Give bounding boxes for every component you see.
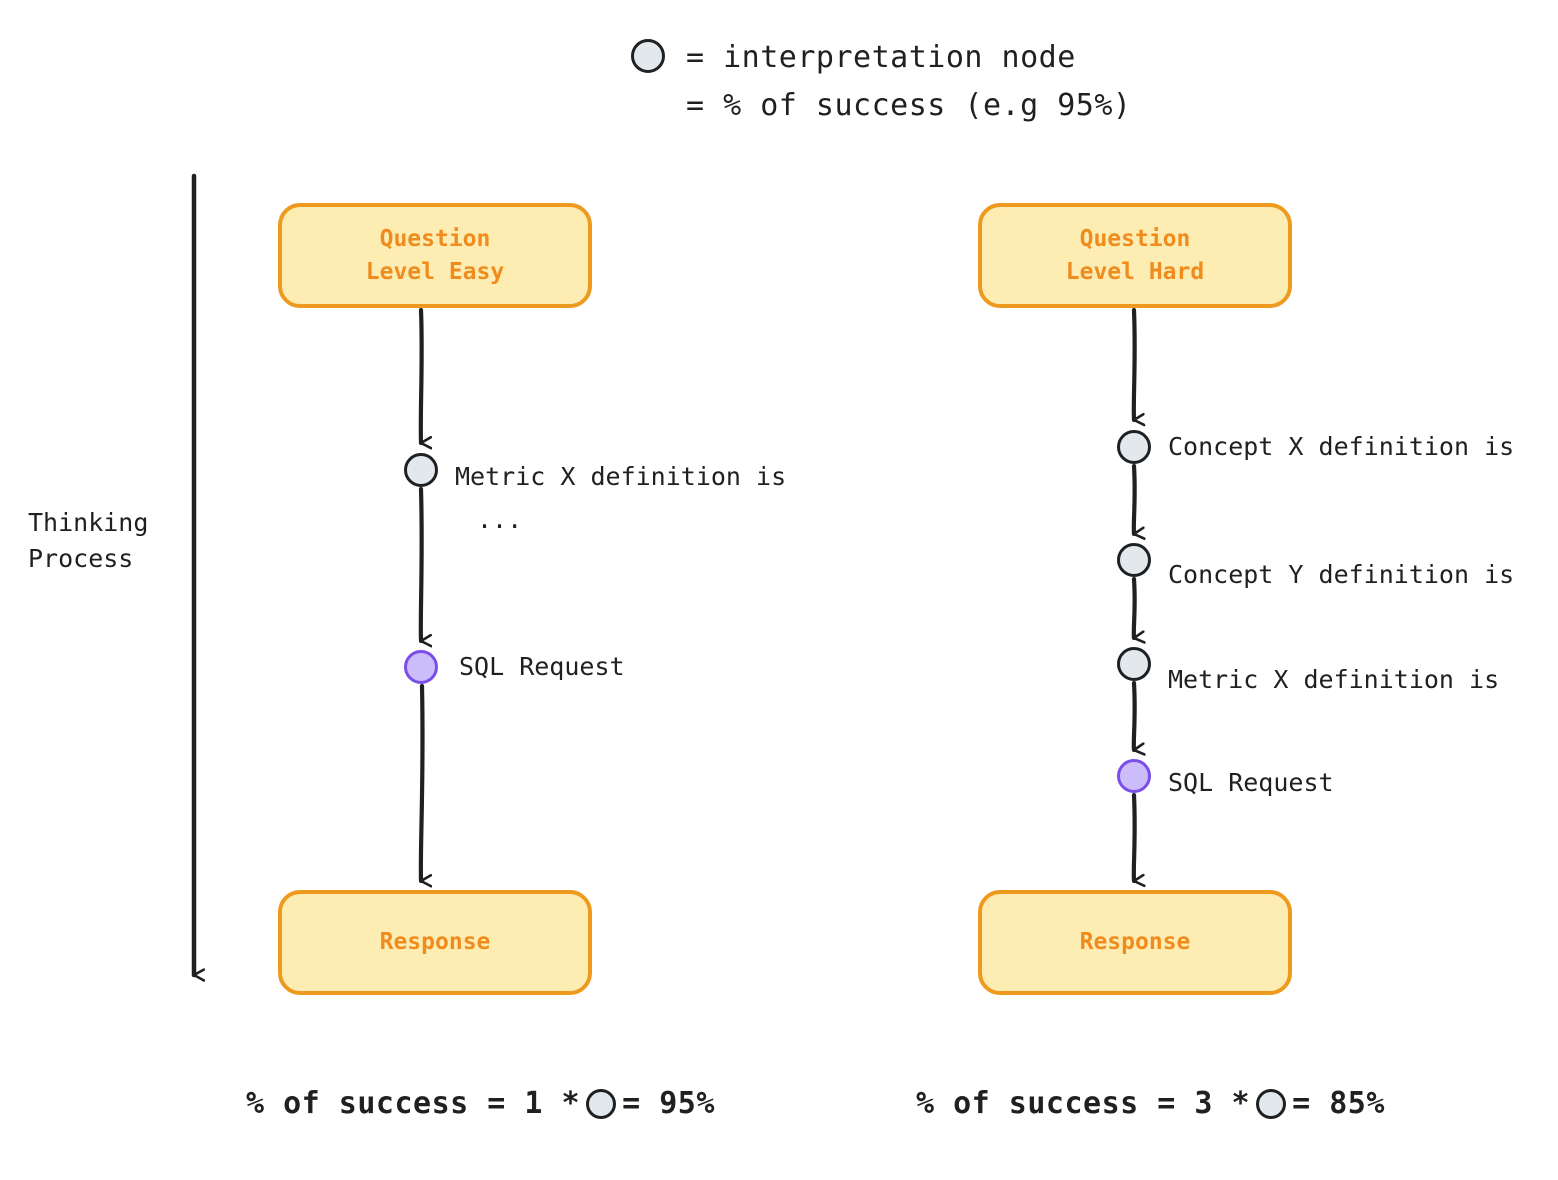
interpretation-node-icon: [1256, 1088, 1287, 1119]
formula-prefix-hard: % of success = 3 *: [916, 1086, 1251, 1121]
legend-line-percent-success: = % of success (e.g 95%): [686, 88, 1132, 123]
sql-request-node-icon[interactable]: [1117, 759, 1151, 793]
formula-prefix-easy: % of success = 1 *: [246, 1086, 581, 1121]
node-label-sql-request-hard: SQL Request: [1168, 768, 1334, 797]
interpretation-node-icon: [631, 39, 665, 73]
node-label-sql-request-easy: SQL Request: [459, 652, 625, 681]
interpretation-node-icon[interactable]: [1117, 543, 1151, 577]
formula-suffix-easy: = 95%: [622, 1086, 715, 1121]
interpretation-node-icon[interactable]: [404, 453, 438, 487]
node-label-ellipsis-easy: ...: [477, 505, 523, 534]
legend-line-interpretation-node: = interpretation node: [686, 40, 1076, 75]
response-box-hard[interactable]: Response: [978, 890, 1292, 995]
success-formula-easy: % of success = 1 * = 95%: [246, 1086, 715, 1121]
question-box-hard[interactable]: Question Level Hard: [978, 203, 1292, 308]
response-box-easy[interactable]: Response: [278, 890, 592, 995]
node-label-concept-y-hard: Concept Y definition is: [1168, 560, 1515, 589]
legend-node-icon-wrap: [631, 39, 665, 73]
interpretation-node-icon[interactable]: [1117, 647, 1151, 681]
interpretation-node-icon[interactable]: [1117, 430, 1151, 464]
flow-hard-connectors: [1131, 307, 1135, 881]
node-label-metric-x-hard: Metric X definition is: [1168, 665, 1500, 694]
question-box-easy[interactable]: Question Level Easy: [278, 203, 592, 308]
flow-easy-connectors: [418, 307, 423, 881]
interpretation-node-icon: [586, 1088, 617, 1119]
node-label-concept-x-hard: Concept X definition is: [1168, 432, 1515, 461]
formula-suffix-hard: = 85%: [1292, 1086, 1385, 1121]
thinking-process-label: Thinking Process: [28, 508, 149, 573]
success-formula-hard: % of success = 3 * = 85%: [916, 1086, 1385, 1121]
sql-request-node-icon[interactable]: [404, 650, 438, 684]
node-label-metric-x-easy: Metric X definition is: [455, 462, 787, 491]
